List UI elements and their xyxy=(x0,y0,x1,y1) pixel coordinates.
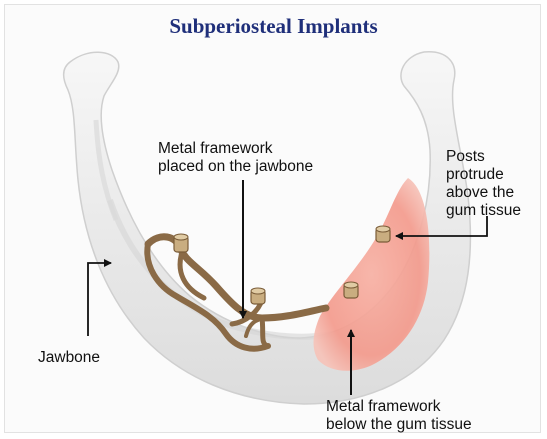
label-line: above the xyxy=(446,184,521,202)
post-2 xyxy=(251,288,265,304)
label-line: protrude xyxy=(446,166,521,184)
post-4 xyxy=(376,226,390,242)
label-metal-framework-top: Metal framework placed on the jawbone xyxy=(158,140,313,176)
label-line: gum tissue xyxy=(446,202,521,220)
post-1 xyxy=(174,234,188,252)
label-posts: Posts protrude above the gum tissue xyxy=(446,148,521,220)
label-line: below the gum tissue xyxy=(326,416,472,434)
label-line: placed on the jawbone xyxy=(158,158,313,176)
label-line: Metal framework xyxy=(158,140,313,158)
post-3 xyxy=(344,282,358,298)
label-line: Metal framework xyxy=(326,398,472,416)
diagram-title: Subperiosteal Implants xyxy=(0,14,547,39)
label-line: Posts xyxy=(446,148,521,166)
label-metal-framework-bottom: Metal framework below the gum tissue xyxy=(326,398,472,434)
label-jawbone: Jawbone xyxy=(38,349,100,367)
